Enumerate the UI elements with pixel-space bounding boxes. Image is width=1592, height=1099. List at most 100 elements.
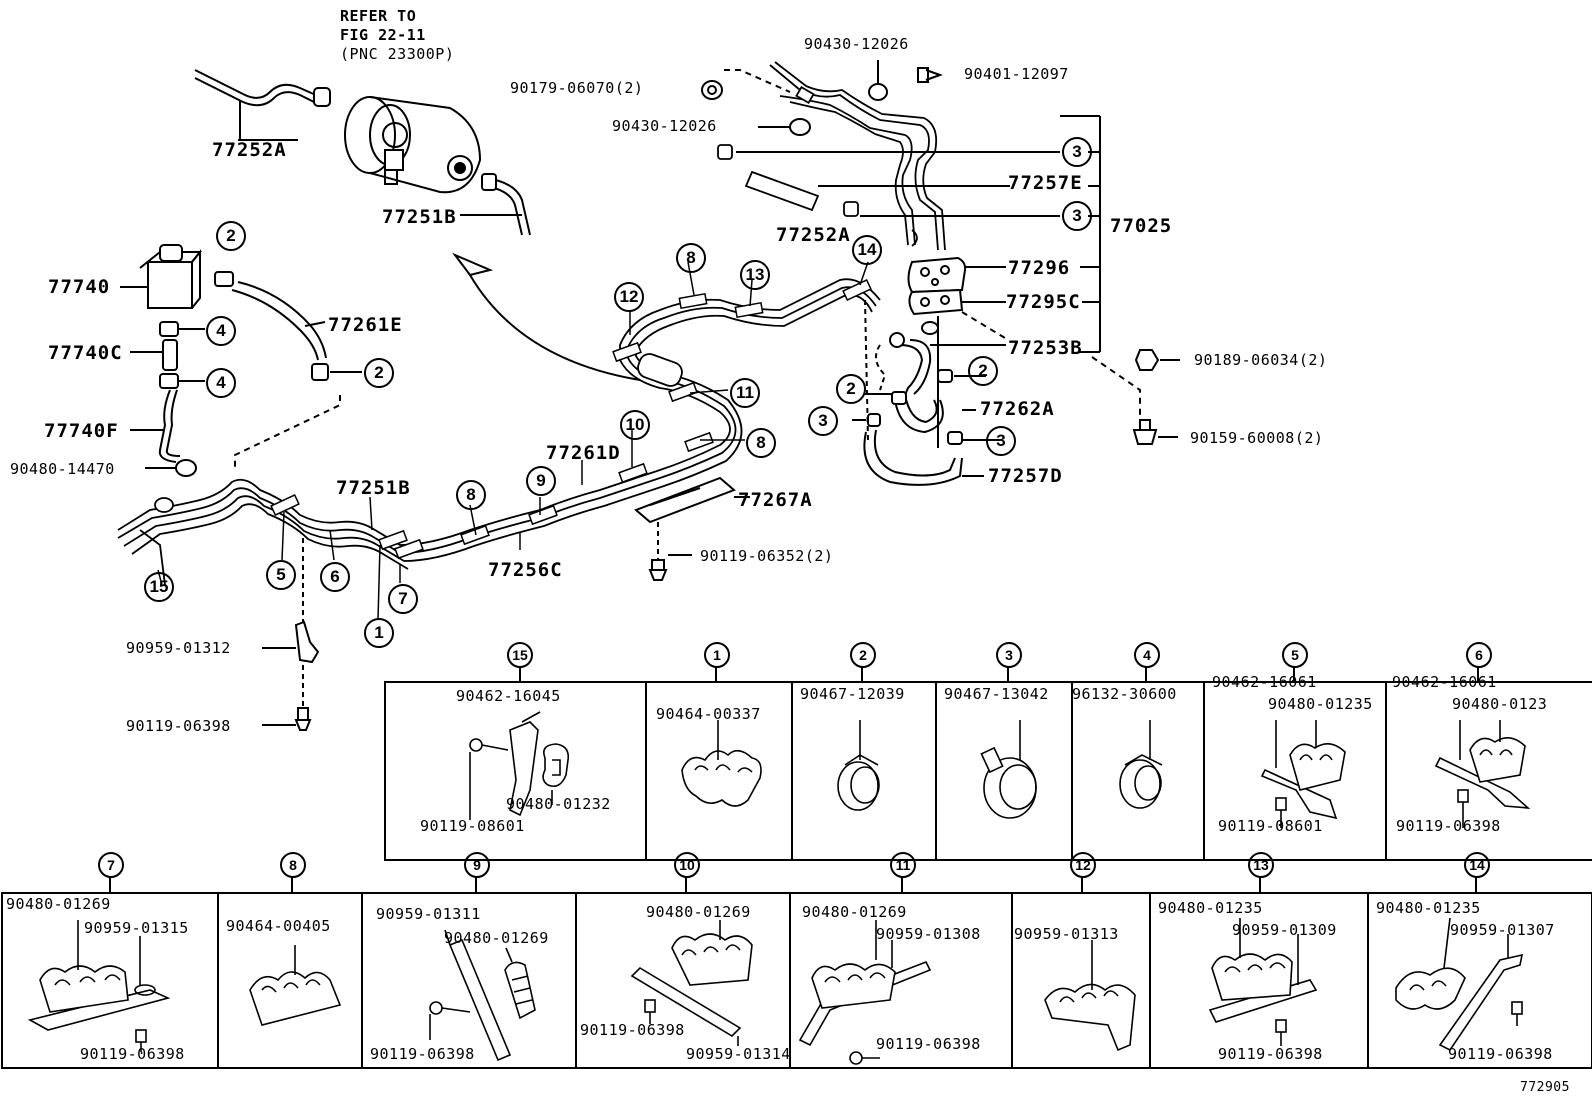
panel-1-label-a: 90464-00337: [656, 705, 761, 723]
panel-12-label-a: 90959-01313: [1014, 925, 1119, 943]
part-90189-06034: 90189-06034(2): [1194, 351, 1328, 369]
panel-3-label-a: 90467-13042: [944, 685, 1049, 703]
panel-5-drawing: [1260, 720, 1346, 828]
panel-13-drawing: [1208, 918, 1318, 1046]
fittings-top: [701, 60, 1060, 217]
panel-13-label-a: 90480-01235: [1158, 899, 1263, 917]
main-pipe-bundle: [117, 278, 881, 586]
panel-11-label-c: 90119-06398: [876, 1035, 981, 1053]
callout-8: 8: [676, 243, 706, 273]
bolts-right: [1091, 349, 1180, 445]
callout-4: 4: [206, 368, 236, 398]
callout-3: 3: [1062, 201, 1092, 231]
part-90119-06398: 90119-06398: [126, 717, 231, 735]
callout-2: 2: [364, 358, 394, 388]
panel-11-number: 11: [890, 852, 916, 878]
panel-14-drawing: [1395, 917, 1524, 1052]
part-77261d: 77261D: [546, 442, 621, 464]
panel-11-label-a: 90480-01269: [802, 903, 907, 921]
panel-11-label-b: 90959-01308: [876, 925, 981, 943]
part-77256c: 77256C: [488, 559, 563, 581]
part-77262a: 77262A: [980, 398, 1055, 420]
panel-10-label-a: 90480-01269: [646, 903, 751, 921]
panel-14-label-a: 90480-01235: [1376, 899, 1481, 917]
part-90430-12026-b: 90430-12026: [612, 117, 717, 135]
callout-4: 4: [206, 316, 236, 346]
panel-12-drawing: [1044, 940, 1136, 1052]
callout-10: 10: [620, 410, 650, 440]
callout-3: 3: [1062, 137, 1092, 167]
part-77257e: 77257E: [1008, 172, 1083, 194]
panel-6-drawing: [1434, 720, 1531, 828]
panel-14-number: 14: [1464, 852, 1490, 878]
flow-arrow: [451, 252, 641, 381]
panel-1-number: 1: [704, 642, 730, 668]
panel-3-drawing: [980, 720, 1037, 819]
refer-note-line2: FIG 22-11: [340, 26, 426, 44]
refer-note-line1: REFER TO: [340, 7, 417, 25]
panel-7-drawing: [27, 920, 171, 1052]
callout-2: 2: [216, 221, 246, 251]
part-90401-12097: 90401-12097: [964, 65, 1069, 83]
part-90179-06070: 90179-06070(2): [510, 79, 644, 97]
panel-7-number: 7: [98, 852, 124, 878]
part-90119-06352: 90119-06352(2): [700, 547, 834, 565]
part-77252a-top: 77252A: [212, 139, 287, 161]
panel-8-number: 8: [280, 852, 306, 878]
callout-14: 14: [852, 235, 882, 265]
part-77740: 77740: [48, 276, 111, 298]
part-77251b-top: 77251B: [382, 206, 457, 228]
reservoir-77740: [120, 244, 203, 309]
panel-8-label-a: 90464-00405: [226, 917, 331, 935]
hoses-77262a-77257d: [852, 299, 1006, 486]
pipe-clamp-bands: [270, 278, 872, 560]
panel-14-label-c: 90119-06398: [1448, 1045, 1553, 1063]
figure-id: 772905: [1520, 1080, 1570, 1095]
callout-1: 1: [364, 618, 394, 648]
panel-6-label-b: 90480-0123: [1452, 695, 1548, 713]
brace-77025: [1060, 115, 1101, 353]
panel-9-number: 9: [464, 852, 490, 878]
part-77025: 77025: [1110, 215, 1173, 237]
panel-1-drawing: [681, 720, 762, 807]
panel-15-label-b: 90119-08601: [420, 817, 525, 835]
callout-15: 15: [144, 572, 174, 602]
panel-13-label-b: 90959-01309: [1232, 921, 1337, 939]
part-77257d: 77257D: [988, 465, 1063, 487]
part-90159-60008: 90159-60008(2): [1190, 429, 1324, 447]
pipe-set-77025: [717, 61, 946, 251]
hose-77261e: [214, 271, 362, 381]
panel-6-label-a: 90462-16061: [1392, 673, 1497, 691]
callout-3: 3: [808, 406, 838, 436]
callout-12: 12: [614, 282, 644, 312]
panel-6-label-c: 90119-06398: [1396, 817, 1501, 835]
panel-4-number: 4: [1134, 642, 1160, 668]
panel-10-label-b: 90119-06398: [580, 1021, 685, 1039]
callout-3: 3: [986, 426, 1016, 456]
panel-15-drawing: [469, 711, 570, 820]
panel-5-label-a: 90462-16061: [1212, 673, 1317, 691]
panel-15-label-c: 90480-01232: [506, 795, 611, 813]
panel-7-label-a: 90480-01269: [6, 895, 111, 913]
panel-10-number: 10: [674, 852, 700, 878]
part-90430-12026-a: 90430-12026: [804, 35, 909, 53]
callout-5: 5: [266, 560, 296, 590]
part-77253b: 77253B: [1008, 337, 1083, 359]
part-77296: 77296: [1008, 257, 1071, 279]
panel-9-drawing: [429, 929, 536, 1062]
part-90959-01312: 90959-01312: [126, 639, 231, 657]
compressor-assembly: [344, 96, 482, 194]
part-77251b-mid: 77251B: [336, 477, 411, 499]
part-77740f: 77740F: [44, 420, 119, 442]
part-77261e: 77261E: [328, 314, 403, 336]
panel-10-drawing: [630, 920, 753, 1046]
panel-3-number: 3: [996, 642, 1022, 668]
pipe-77252a-top: [194, 69, 331, 140]
panel-2-number: 2: [850, 642, 876, 668]
panel-15-number: 15: [507, 642, 533, 668]
callout-7: 7: [388, 584, 418, 614]
panel-7-label-b: 90959-01315: [84, 919, 189, 937]
panel-6-number: 6: [1466, 642, 1492, 668]
panel-5-number: 5: [1282, 642, 1308, 668]
hose-77740c-77740f: [130, 321, 205, 477]
